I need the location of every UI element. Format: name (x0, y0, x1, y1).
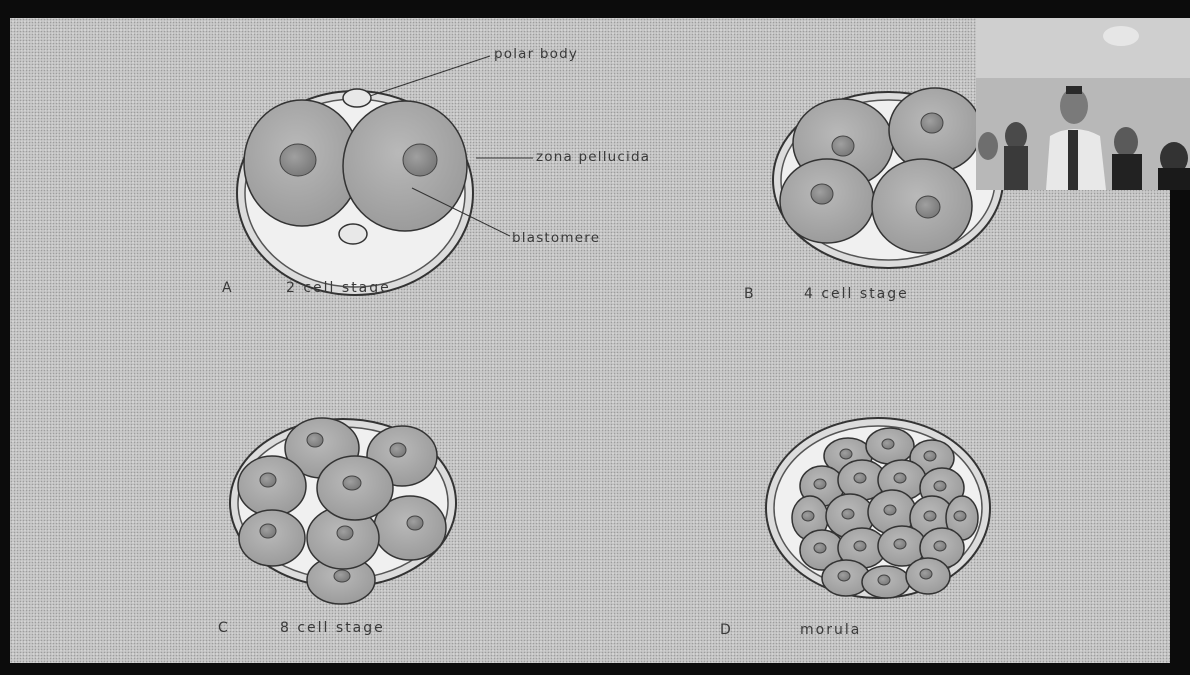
nucleus (934, 481, 946, 491)
polar-body-top (343, 89, 371, 107)
panel-d-letter: D (720, 622, 733, 638)
nucleus (840, 449, 852, 459)
nucleus (884, 505, 896, 515)
nucleus (337, 526, 353, 540)
panel-c-letter: C (218, 620, 230, 636)
nucleus (921, 113, 943, 133)
nucleus (842, 509, 854, 519)
nucleus (894, 473, 906, 483)
nucleus (280, 144, 316, 176)
panel-c-caption: 8 cell stage (280, 620, 385, 636)
nucleus (814, 543, 826, 553)
nucleus (403, 144, 437, 176)
nucleus (260, 524, 276, 538)
blastomere (239, 510, 305, 566)
nucleus (934, 541, 946, 551)
panel-d-morula (766, 418, 990, 598)
panel-c-8-cell (230, 418, 456, 604)
nucleus (854, 541, 866, 551)
webcam-overlay[interactable] (976, 18, 1190, 190)
polar-body-label: polar body (494, 46, 578, 62)
polar-body-leader (370, 56, 490, 96)
blastomere-label: blastomere (512, 230, 600, 246)
panel-b-caption: 4 cell stage (804, 286, 909, 302)
nucleus (920, 569, 932, 579)
presenter-video-icon (976, 18, 1190, 190)
nucleus (811, 184, 833, 204)
nucleus (390, 443, 406, 457)
nucleus (924, 451, 936, 461)
panel-a-letter: A (222, 280, 234, 296)
nucleus (838, 571, 850, 581)
panel-b-letter: B (744, 286, 756, 302)
panel-d-caption: morula (800, 622, 861, 638)
nucleus (854, 473, 866, 483)
panel-b-4-cell (773, 88, 1003, 268)
nucleus (916, 196, 940, 218)
nucleus (954, 511, 966, 521)
nucleus (894, 539, 906, 549)
zona-pellucida-label: zona pellucida (536, 149, 650, 165)
nucleus (882, 439, 894, 449)
polar-body-bottom (339, 224, 367, 244)
nucleus (307, 433, 323, 447)
panel-a-2-cell (237, 56, 533, 295)
nucleus (814, 479, 826, 489)
nucleus (260, 473, 276, 487)
nucleus (334, 570, 350, 582)
nucleus (343, 476, 361, 490)
nucleus (407, 516, 423, 530)
nucleus (878, 575, 890, 585)
panel-a-caption: 2 cell stage (286, 280, 391, 296)
nucleus (924, 511, 936, 521)
nucleus (832, 136, 854, 156)
nucleus (802, 511, 814, 521)
